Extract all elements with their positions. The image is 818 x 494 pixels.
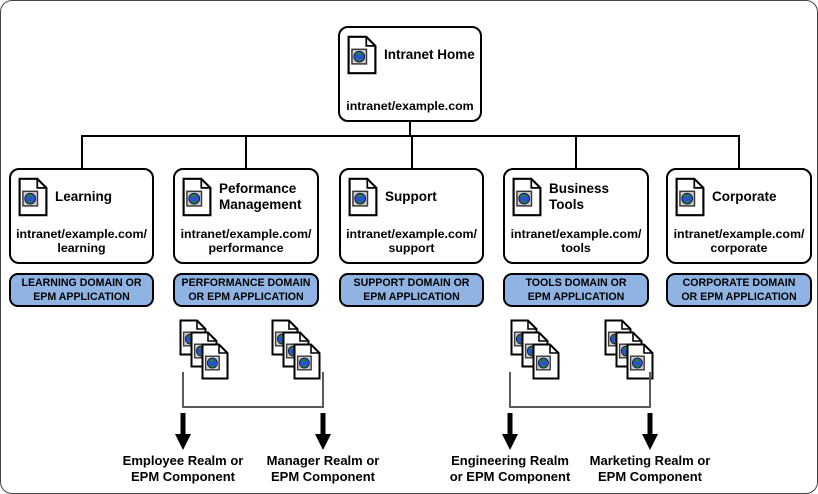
node-support: Support intranet/example.com/ support [339, 168, 484, 264]
realm-label-marketing: Marketing Realm or EPM Component [589, 453, 711, 485]
node-title: Learning [55, 189, 113, 205]
down-arrow-icon [501, 413, 519, 451]
domain-badge-learning: LEARNING DOMAIN OR EPM APPLICATION [9, 273, 154, 307]
realm-label-manager: Manager Realm or EPM Component [266, 453, 380, 485]
down-arrow-icon [314, 413, 332, 451]
node-performance-management: Peformance Management intranet/example.c… [173, 168, 319, 264]
down-arrow-icon [174, 413, 192, 451]
domain-badge-support: SUPPORT DOMAIN OR EPM APPLICATION [339, 273, 484, 307]
document-globe-icon [348, 177, 378, 217]
domain-badge-tools: TOOLS DOMAIN OR EPM APPLICATION [503, 273, 649, 307]
node-url: intranet/example.com/ performance [180, 227, 312, 256]
node-header: Intranet Home [340, 28, 480, 75]
realm-label-employee: Employee Realm or EPM Component [122, 453, 244, 485]
connector-stub-performance [245, 135, 247, 168]
node-title: Support [385, 189, 437, 205]
node-header: Business Tools [505, 170, 647, 217]
node-intranet-home: Intranet Home intranet/example.com [338, 26, 482, 122]
document-globe-icon [512, 177, 542, 217]
connector-stub-learning [81, 135, 83, 168]
connector-stub-corporate [738, 135, 740, 168]
node-header: Peformance Management [175, 170, 317, 217]
node-url: intranet/example.com [346, 99, 474, 114]
domain-badge-corporate: CORPORATE DOMAIN OR EPM APPLICATION [666, 273, 812, 307]
node-business-tools: Business Tools intranet/example.com/ too… [503, 168, 649, 264]
connector-stub-support [411, 135, 413, 168]
down-arrow-icon [641, 413, 659, 451]
node-url: intranet/example.com/ learning [16, 227, 147, 256]
node-title: Corporate [712, 189, 777, 205]
document-globe-icon [182, 177, 212, 217]
realm-label-engineering: Engineering Realm or EPM Component [449, 453, 571, 485]
node-header: Support [341, 170, 482, 217]
node-url: intranet/example.com/ tools [510, 227, 642, 256]
node-header: Corporate [668, 170, 810, 217]
node-url: intranet/example.com/ support [346, 227, 477, 256]
node-title: Intranet Home [384, 47, 475, 63]
connector-horizontal [81, 135, 740, 137]
grouping-bracket-performance [182, 372, 324, 408]
node-url: intranet/example.com/ corporate [673, 227, 805, 256]
domain-badge-performance: PERFORMANCE DOMAIN OR EPM APPLICATION [173, 273, 319, 307]
grouping-bracket-tools [509, 372, 651, 408]
connector-root-stub [409, 120, 411, 136]
node-corporate: Corporate intranet/example.com/ corporat… [666, 168, 812, 264]
node-title: Peformance Management [219, 181, 302, 212]
connector-stub-tools [575, 135, 577, 168]
document-globe-icon [18, 177, 48, 217]
node-learning: Learning intranet/example.com/ learning [9, 168, 154, 264]
node-title: Business Tools [549, 181, 610, 212]
node-header: Learning [11, 170, 152, 217]
document-globe-icon [675, 177, 705, 217]
document-globe-icon [347, 35, 377, 75]
